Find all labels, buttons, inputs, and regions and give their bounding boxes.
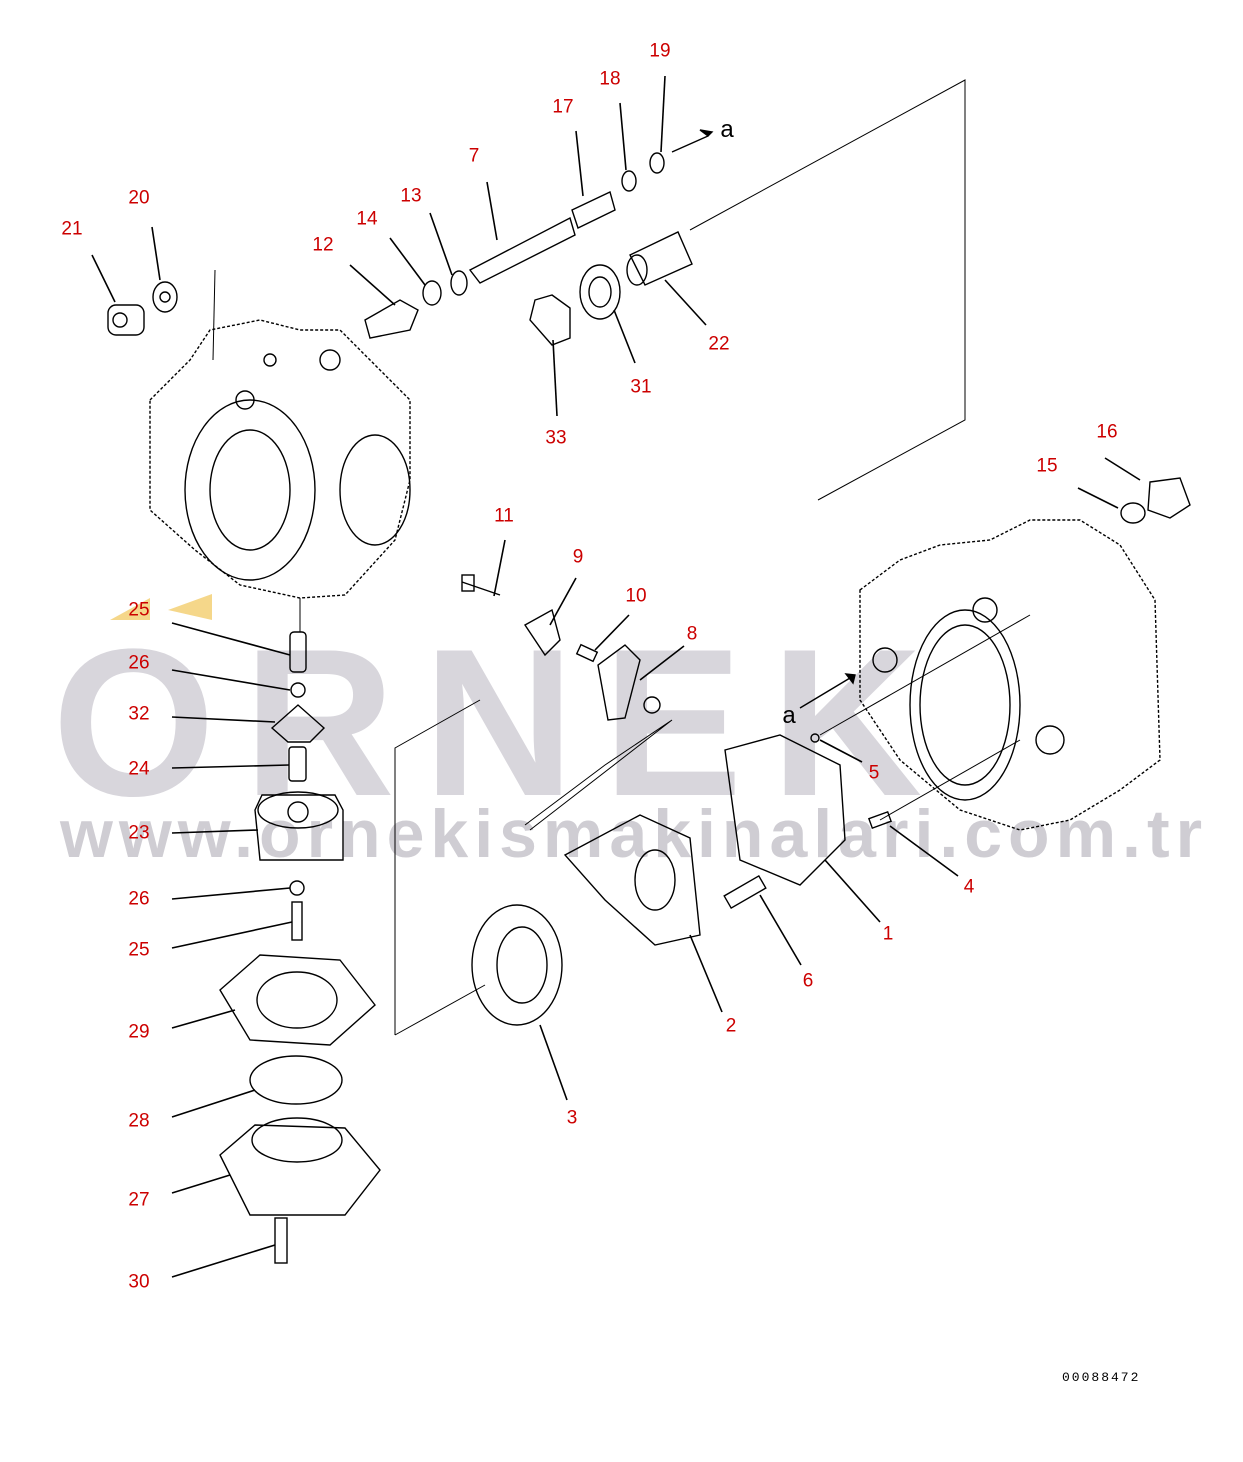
callout-label: 29: [128, 1021, 150, 1043]
callout-label: 28: [128, 1110, 150, 1132]
callout-label: 24: [128, 758, 150, 780]
callout-label: 10: [625, 585, 647, 607]
callout-label: 8: [686, 623, 698, 645]
callout-label: 2: [725, 1015, 737, 1037]
callout-label: 21: [61, 218, 83, 240]
alignment-lines: [212, 79, 1031, 1036]
callout-label: 19: [649, 40, 671, 62]
callout-label: 27: [128, 1189, 150, 1211]
callout-label: 7: [468, 145, 480, 167]
left-pump-housing: [149, 319, 411, 599]
callout-label: 6: [802, 970, 814, 992]
shaft-parts: [107, 129, 714, 346]
center-parts: [461, 477, 1191, 1026]
bevel-gear-stack: [219, 631, 381, 1264]
callout-label: 18: [599, 68, 621, 90]
reference-mark-a-top: a: [720, 116, 734, 143]
leader-lines: [91, 75, 1141, 1278]
drawing-code: 00088472: [1062, 1370, 1141, 1385]
callout-label: 3: [566, 1107, 578, 1129]
callout-label: 30: [128, 1271, 150, 1293]
callout-label: 13: [400, 185, 422, 207]
callout-label: 5: [868, 762, 880, 784]
callout-label: 22: [708, 333, 730, 355]
right-motor-housing: [859, 519, 1161, 831]
callout-label: 17: [552, 96, 574, 118]
callout-label: 1: [882, 923, 894, 945]
callout-label: 32: [128, 703, 150, 725]
callout-label: 15: [1036, 455, 1058, 477]
callout-label: 12: [312, 234, 334, 256]
callout-label: 31: [630, 376, 652, 398]
callout-label: 9: [572, 546, 584, 568]
callout-label: 33: [545, 427, 567, 449]
callout-label: 20: [128, 187, 150, 209]
callout-label: 25: [128, 599, 150, 621]
watermark-brand: ORNEK: [52, 605, 951, 840]
callout-label: 4: [963, 876, 975, 898]
callout-label: 26: [128, 888, 150, 910]
watermark-url: www.ornekismakinalari.com.tr: [60, 796, 1209, 872]
callout-label: 11: [494, 505, 514, 527]
callout-label: 23: [128, 822, 150, 844]
callout-label: 25: [128, 939, 150, 961]
callout-label: 14: [356, 208, 378, 230]
reference-mark-a-bottom: a: [782, 702, 796, 729]
callout-label: 26: [128, 652, 150, 674]
callout-label: 16: [1096, 421, 1118, 443]
